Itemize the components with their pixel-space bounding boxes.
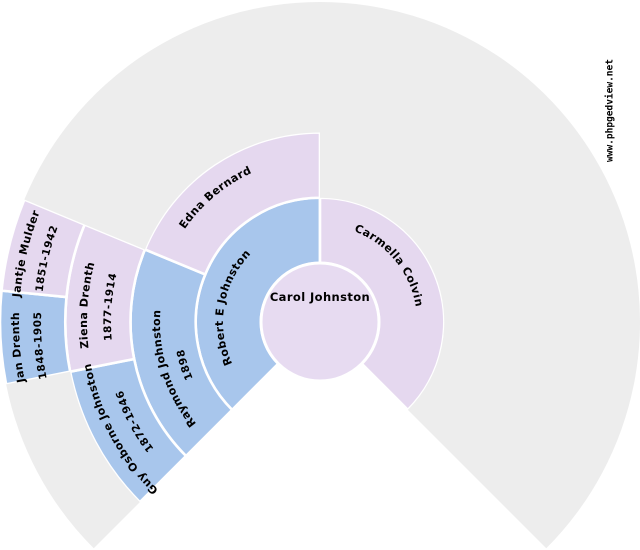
center-person-circle[interactable]	[259, 261, 381, 383]
fan-empty-region	[320, 2, 640, 549]
watermark: www.phpgedview.net	[604, 59, 616, 162]
fan-empty-region	[6, 371, 140, 549]
fan-empty-region	[24, 2, 320, 250]
center-person-name[interactable]: Carol Johnston	[269, 290, 371, 304]
